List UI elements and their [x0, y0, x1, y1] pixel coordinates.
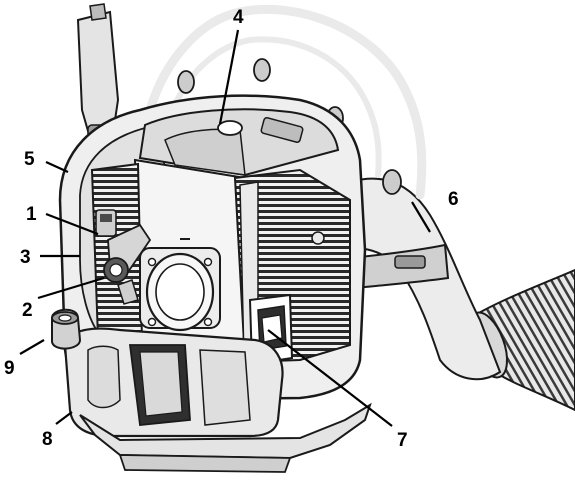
callout-3: 3: [20, 247, 31, 268]
leader-lines: [19, 29, 431, 427]
leader-4: [218, 29, 240, 125]
callout-4: 4: [233, 7, 244, 28]
callout-labels: 1 2 3 4 5 6 7 8 9: [4, 7, 459, 451]
leader-9: [19, 339, 45, 355]
callout-2: 2: [22, 300, 33, 321]
base-plate: [79, 402, 372, 473]
leader-5: [45, 160, 69, 174]
choke-lever: [95, 209, 117, 237]
leader-6: [411, 201, 431, 233]
leader-1: [45, 212, 99, 236]
fuel-cap: [51, 308, 82, 350]
fuel-tank: [63, 327, 284, 438]
callout-8: 8: [42, 429, 53, 450]
leader-8: [55, 411, 73, 425]
callout-5: 5: [24, 149, 35, 170]
callout-1: 1: [26, 204, 37, 225]
callout-9: 9: [4, 358, 15, 379]
primer-bulb: [103, 223, 152, 305]
blower-tube: [328, 177, 502, 381]
callout-7: 7: [397, 430, 408, 451]
leader-2: [37, 276, 105, 300]
air-filter: [139, 247, 221, 332]
callout-6: 6: [448, 189, 459, 210]
top-cover: [138, 108, 340, 177]
leader-7: [267, 329, 393, 427]
